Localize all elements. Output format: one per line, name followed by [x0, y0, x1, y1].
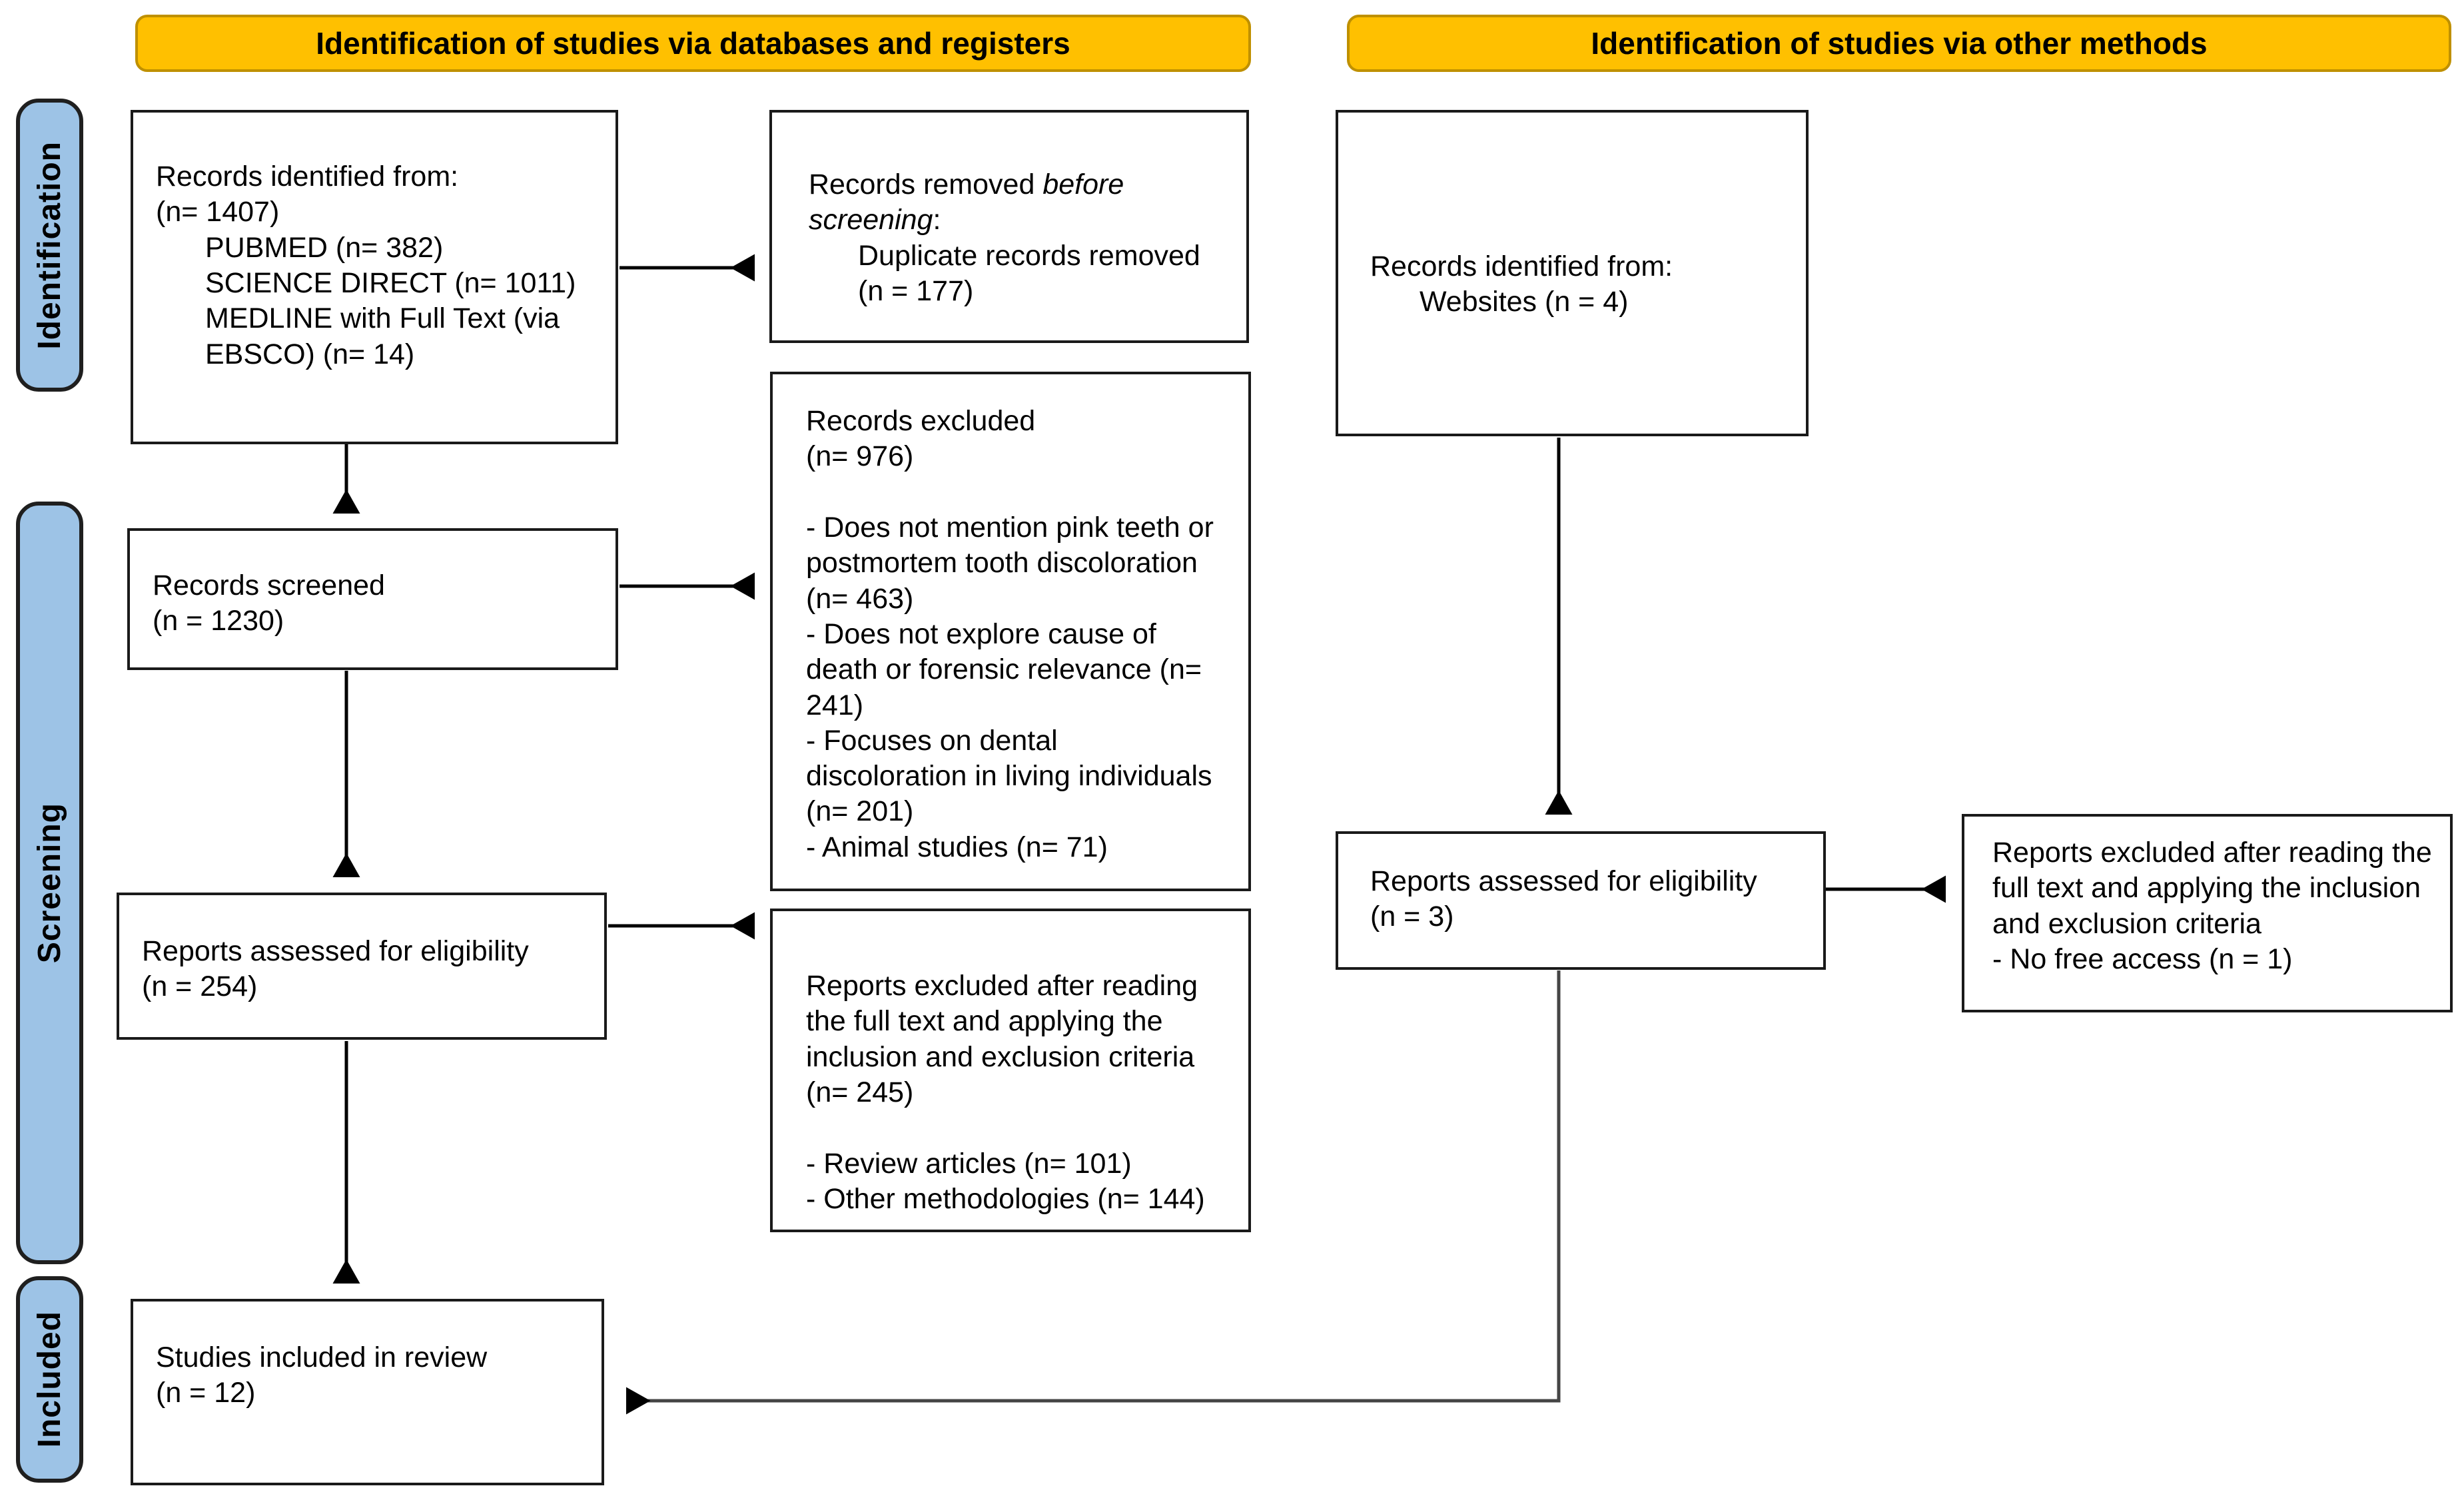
- banner-databases-registers-label: Identification of studies via databases …: [316, 26, 1070, 61]
- records-removed-detail: Duplicate records removed (n = 177): [858, 239, 1200, 307]
- phase-included-label: Included: [32, 1311, 67, 1448]
- phase-screening-label: Screening: [32, 802, 67, 964]
- box-records-screened: Records screened (n = 1230): [127, 528, 618, 670]
- box-reports-excluded-other: Reports excluded after reading the full …: [1962, 814, 2453, 1012]
- banner-other-methods-label: Identification of studies via other meth…: [1591, 26, 2208, 61]
- records-identified-sources: PUBMED (n= 382) SCIENCE DIRECT (n= 1011)…: [205, 231, 576, 370]
- records-identified-websites-detail: Websites (n = 4): [1420, 286, 1629, 318]
- studies-included-text: Studies included in review (n = 12): [156, 1341, 488, 1409]
- box-reports-excluded-databases: Reports excluded after reading the full …: [770, 909, 1251, 1232]
- records-screened-text: Records screened (n = 1230): [153, 569, 385, 637]
- box-records-removed: Records removed before screening: Duplic…: [769, 110, 1249, 343]
- box-reports-assessed-other: Reports assessed for eligibility (n = 3): [1336, 831, 1826, 970]
- reports-excluded-databases-text: Reports excluded after reading the full …: [806, 970, 1205, 1215]
- phase-included: Included: [16, 1276, 83, 1483]
- banner-other-methods: Identification of studies via other meth…: [1347, 15, 2451, 72]
- records-removed-prefix: Records removed: [809, 169, 1043, 200]
- records-removed-suffix: :: [933, 204, 941, 236]
- reports-excluded-other-text: Reports excluded after reading the full …: [1992, 837, 2432, 975]
- reports-assessed-other-text: Reports assessed for eligibility (n = 3): [1370, 865, 1757, 933]
- records-identified-websites-intro: Records identified from:: [1370, 250, 1673, 282]
- phase-screening: Screening: [16, 502, 83, 1264]
- records-excluded-text: Records excluded (n= 976) - Does not men…: [806, 405, 1214, 863]
- records-identified-intro: Records identified from: (n= 1407): [156, 161, 459, 228]
- arrow-assessed-other-to-included: [626, 970, 1561, 1415]
- phase-identification-label: Identification: [32, 141, 67, 350]
- box-records-identified-websites: Records identified from: Websites (n = 4…: [1336, 110, 1809, 436]
- box-records-excluded: Records excluded (n= 976) - Does not men…: [770, 372, 1251, 891]
- reports-assessed-databases-text: Reports assessed for eligibility (n = 25…: [142, 935, 529, 1003]
- phase-identification: Identification: [16, 99, 83, 392]
- box-studies-included: Studies included in review (n = 12): [131, 1299, 604, 1485]
- records-removed-italic: before screening: [809, 169, 1124, 236]
- banner-databases-registers: Identification of studies via databases …: [135, 15, 1251, 72]
- box-reports-assessed-databases: Reports assessed for eligibility (n = 25…: [117, 893, 607, 1040]
- box-records-identified-databases: Records identified from: (n= 1407) PUBME…: [131, 110, 618, 444]
- records-removed-heading: Records removed before screening:: [809, 167, 1212, 238]
